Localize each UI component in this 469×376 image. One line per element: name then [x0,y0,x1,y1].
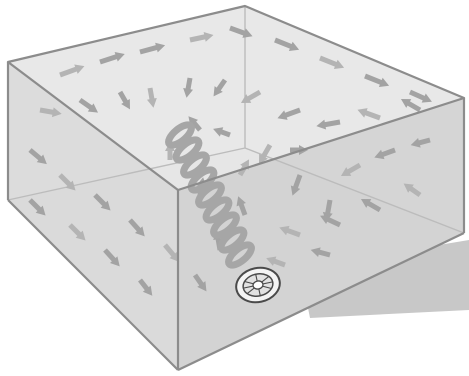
air-flow-box-diagram [0,0,469,376]
diagram-canvas [0,0,469,376]
